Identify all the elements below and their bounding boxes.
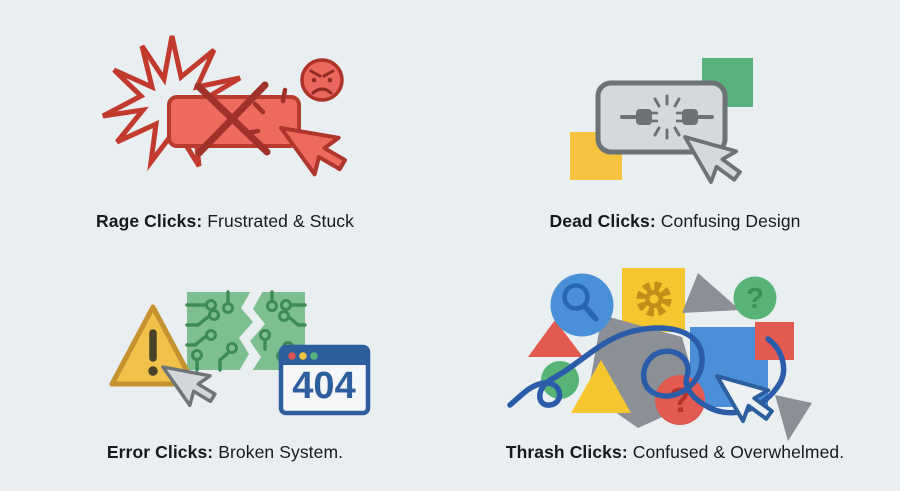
- crack-icon: [239, 291, 265, 371]
- rage-clicks-description: Frustrated & Stuck: [207, 211, 354, 231]
- scribble-line: [507, 325, 787, 416]
- thrash-clicks-label: Thrash Clicks:: [505, 442, 628, 462]
- warning-triangle-icon: [109, 304, 197, 387]
- panel-error-clicks: 404 Error Clicks:Broken System.: [0, 245, 450, 490]
- rage-clicks-caption: Rage Clicks:Frustrated & Stuck: [0, 211, 450, 232]
- yellow-triangle: [571, 360, 631, 413]
- search-circle: [550, 273, 614, 337]
- angry-face-icon: [300, 58, 344, 102]
- click-sparks-icon: [244, 87, 288, 136]
- window-dot-red: [288, 352, 296, 360]
- thrash-clicks-description: Confused & Overwhelmed.: [632, 442, 845, 462]
- thrash-clicks-caption: Thrash Clicks:Confused & Overwhelmed.: [450, 442, 900, 463]
- error-clicks-caption: Error Clicks:Broken System.: [0, 442, 450, 463]
- gray-triangle-top: [682, 273, 740, 313]
- dead-clicks-label: Dead Clicks:: [549, 211, 656, 231]
- window-dot-green: [310, 352, 318, 360]
- magnifier-icon: [562, 283, 599, 322]
- rage-clicks-label: Rage Clicks:: [96, 211, 203, 231]
- disconnected-plug-icon: [620, 94, 714, 140]
- window-dot-yellow: [299, 352, 307, 360]
- dead-button-icon: [595, 80, 728, 155]
- dead-clicks-caption: Dead Clicks:Confusing Design: [450, 211, 900, 232]
- panel-thrash-clicks: ? ? Thrash Clicks:Confused & Overwhelmed…: [450, 245, 900, 490]
- error-clicks-illustration: 404: [109, 290, 371, 416]
- error-code-text: 404: [292, 365, 355, 407]
- burst-icon: [101, 35, 242, 172]
- panel-dead-clicks: Dead Clicks:Confusing Design: [450, 0, 900, 245]
- gray-triangle-bottom: [775, 395, 812, 441]
- error-clicks-description: Broken System.: [218, 442, 344, 462]
- red-triangle: [528, 320, 583, 357]
- thrash-clicks-illustration: ? ?: [507, 268, 812, 441]
- spark-lines-icon: [653, 94, 681, 140]
- browser-window-icon: 404: [278, 344, 371, 416]
- error-clicks-label: Error Clicks:: [106, 442, 214, 462]
- rage-clicks-illustration: [101, 35, 356, 185]
- dead-clicks-illustration: [570, 58, 753, 193]
- panel-rage-clicks: Rage Clicks:Frustrated & Stuck: [0, 0, 450, 245]
- cross-x-icon: [194, 81, 271, 157]
- question-mark-icon: ?: [746, 283, 764, 315]
- green-question-circle: ?: [733, 276, 777, 320]
- dead-clicks-description: Confusing Design: [660, 211, 801, 231]
- gear-icon: [636, 281, 672, 317]
